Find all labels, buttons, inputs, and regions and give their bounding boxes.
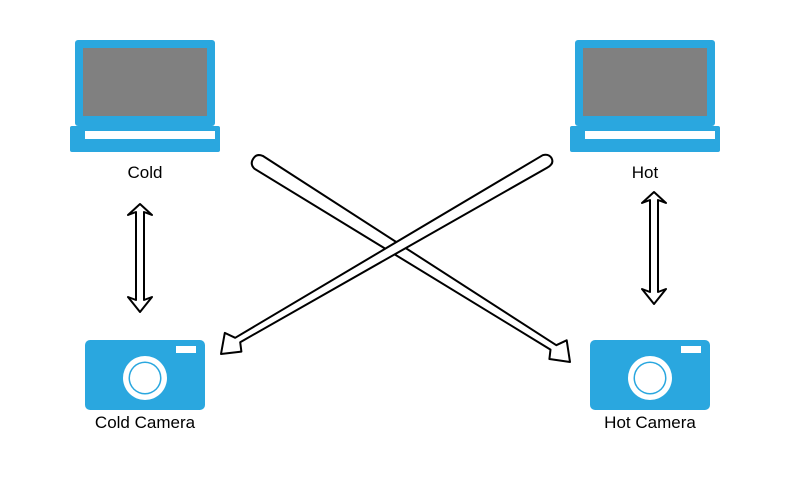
arrow-cold-to-hot-camera [250, 154, 571, 363]
cold-camera: Cold Camera [85, 340, 205, 432]
cold-laptop-label: Cold [128, 163, 163, 182]
hot-camera: Hot Camera [590, 340, 710, 432]
cold-camera-label: Cold Camera [95, 413, 196, 432]
arrow-hot-to-cold-camera [220, 153, 554, 355]
laptop-icon [570, 40, 720, 152]
camera-icon [85, 340, 205, 410]
hot-laptop: Hot [570, 40, 720, 182]
cold-laptop: Cold [70, 40, 220, 182]
laptop-icon [70, 40, 220, 152]
cold-bidirectional-arrow [127, 203, 153, 313]
hot-bidirectional-arrow [641, 191, 667, 305]
hot-laptop-label: Hot [632, 163, 659, 182]
camera-icon [590, 340, 710, 410]
hot-camera-label: Hot Camera [604, 413, 696, 432]
